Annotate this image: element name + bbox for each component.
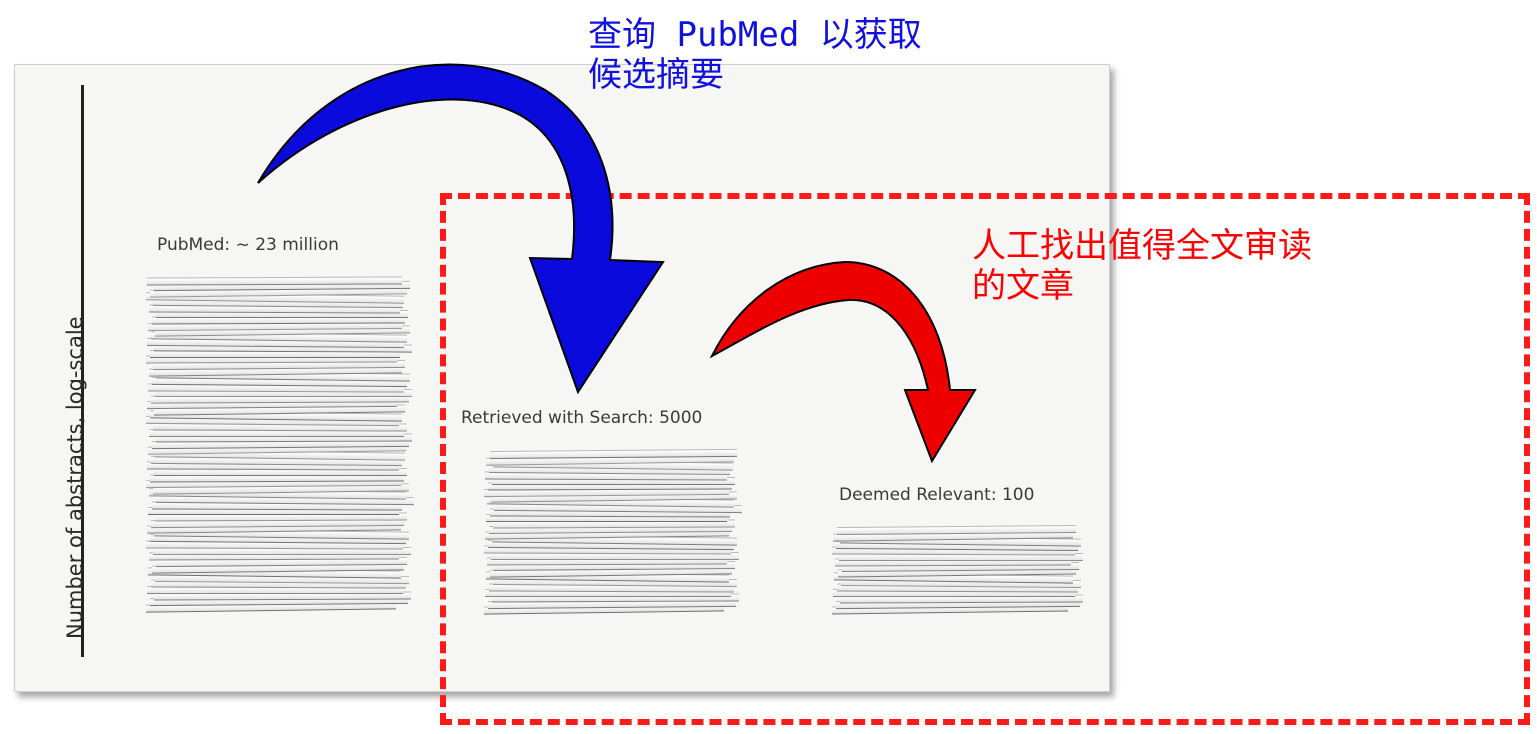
paper-stack-retrieved — [481, 445, 743, 615]
highlight-box — [440, 193, 1530, 725]
stack-label-pubmed: PubMed: ~ 23 million — [157, 235, 339, 255]
manual-annotation: 人工找出值得全文审读 的文章 — [972, 226, 1312, 306]
manual-arrow — [709, 260, 977, 464]
query-annotation: 查询 PubMed 以获取 候选摘要 — [588, 15, 922, 95]
stack-label-retrieved: Retrieved with Search: 5000 — [461, 408, 703, 428]
y-axis-line — [81, 85, 84, 657]
query-arrow — [257, 63, 665, 395]
paper-stack-relevant — [829, 521, 1085, 615]
paper-stack-pubmed — [143, 271, 415, 613]
stack-label-relevant: Deemed Relevant: 100 — [839, 485, 1035, 505]
